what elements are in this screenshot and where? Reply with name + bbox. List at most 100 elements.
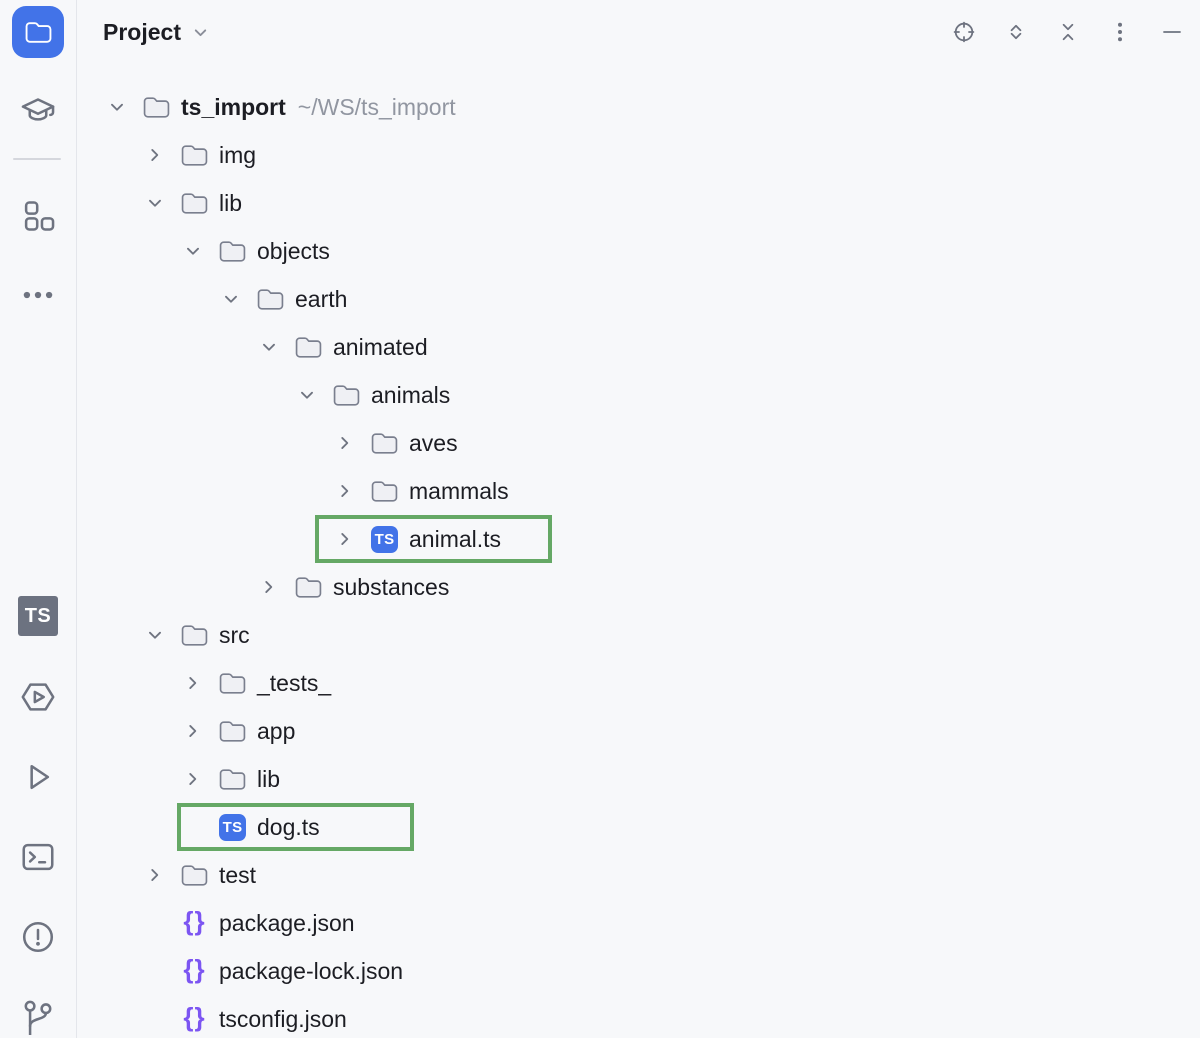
minimize-icon[interactable] — [1160, 20, 1184, 44]
panel-title[interactable]: Project — [103, 18, 181, 45]
expand-all-button[interactable] — [1004, 20, 1028, 44]
tree-row-lib[interactable]: lib — [77, 179, 1200, 227]
tree-item-label: dog.ts — [257, 813, 320, 840]
project-tree: ts_import ~/WS/ts_import img lib objects… — [77, 83, 1200, 1038]
tree-row-dog-ts[interactable]: TS dog.ts — [77, 803, 1200, 851]
ellipsis-icon — [19, 276, 57, 314]
tree-item-label: package.json — [219, 909, 355, 936]
more-tool-windows-button[interactable] — [19, 276, 57, 314]
chevron-down-icon[interactable] — [181, 239, 205, 263]
project-path: ~/WS/ts_import — [297, 93, 456, 120]
folder-icon — [295, 575, 322, 599]
tree-row-app[interactable]: app — [77, 707, 1200, 755]
folder-icon — [371, 479, 398, 503]
folder-icon — [219, 239, 246, 263]
tree-item-label: _tests_ — [257, 669, 332, 696]
chevron-down-icon[interactable] — [143, 191, 167, 215]
tree-item-label: test — [219, 861, 257, 888]
locate-file-button[interactable] — [952, 20, 976, 44]
chevron-down-icon[interactable] — [295, 383, 319, 407]
chevron-right-icon[interactable] — [143, 863, 167, 887]
tree-item-label: substances — [333, 573, 450, 600]
tree-row-animated[interactable]: animated — [77, 323, 1200, 371]
tree-row-img[interactable]: img — [77, 131, 1200, 179]
tree-item-label: lib — [219, 189, 243, 216]
chevron-right-icon[interactable] — [333, 527, 357, 551]
tree-item-label: package-lock.json — [219, 957, 404, 984]
tool-window-stripe: TS — [0, 0, 77, 1038]
tree-row-mammals[interactable]: mammals — [77, 467, 1200, 515]
panel-header: Project — [77, 0, 1200, 64]
tree-row-aves[interactable]: aves — [77, 419, 1200, 467]
chevron-spacer — [143, 959, 167, 983]
tree-item-label: ts_import — [181, 93, 286, 120]
kebab-menu-icon[interactable] — [1108, 20, 1132, 44]
folder-icon — [333, 383, 360, 407]
structure-button[interactable] — [19, 197, 57, 235]
services-button[interactable] — [18, 678, 58, 716]
chevron-right-icon[interactable] — [181, 767, 205, 791]
graduation-cap-icon — [18, 94, 58, 132]
version-control-button[interactable] — [19, 997, 57, 1035]
typescript-tool-button[interactable]: TS — [18, 596, 58, 636]
tree-row-tsconfig-json[interactable]: {} tsconfig.json — [77, 995, 1200, 1038]
tree-item-label: lib — [257, 765, 281, 792]
chevron-down-icon[interactable] — [143, 623, 167, 647]
run-button[interactable] — [19, 758, 57, 796]
folder-icon — [181, 191, 208, 215]
tree-row-package-lock-json[interactable]: {} package-lock.json — [77, 947, 1200, 995]
tree-item-label: tsconfig.json — [219, 1005, 347, 1032]
tree-row-ts_import[interactable]: ts_import ~/WS/ts_import — [77, 83, 1200, 131]
play-icon — [19, 758, 57, 796]
tree-row-package-json[interactable]: {} package.json — [77, 899, 1200, 947]
problems-button[interactable] — [18, 918, 58, 956]
chevron-down-icon[interactable] — [105, 95, 129, 119]
chevron-spacer — [143, 1007, 167, 1031]
folder-icon — [371, 431, 398, 455]
project-tool-button[interactable] — [12, 6, 64, 58]
chevron-spacer — [143, 911, 167, 935]
panel-toolbar — [952, 20, 1184, 44]
components-icon — [19, 197, 57, 235]
learn-button[interactable] — [18, 94, 58, 132]
json-file-icon: {} — [183, 906, 206, 936]
hexagon-play-icon — [18, 678, 58, 716]
terminal-button[interactable] — [19, 838, 57, 876]
chevron-down-icon[interactable] — [190, 22, 211, 43]
chevron-down-icon[interactable] — [257, 335, 281, 359]
tree-item-label: animal.ts — [409, 525, 502, 552]
json-file-icon: {} — [183, 1002, 206, 1032]
chevron-right-icon[interactable] — [181, 719, 205, 743]
folder-icon — [219, 671, 246, 695]
tree-row-animals[interactable]: animals — [77, 371, 1200, 419]
stripe-divider — [13, 158, 61, 160]
terminal-icon — [19, 838, 57, 876]
tree-item-label: animated — [333, 333, 428, 360]
git-branch-icon — [19, 997, 57, 1035]
folder-icon — [219, 767, 246, 791]
chevron-right-icon[interactable] — [333, 479, 357, 503]
collapse-all-button[interactable] — [1056, 20, 1080, 44]
chevron-right-icon[interactable] — [181, 671, 205, 695]
tree-row-lib-src[interactable]: lib — [77, 755, 1200, 803]
tree-item-label: app — [257, 717, 296, 744]
tree-row-src[interactable]: src — [77, 611, 1200, 659]
tree-item-label: src — [219, 621, 250, 648]
chevron-down-icon[interactable] — [219, 287, 243, 311]
tree-row-substances[interactable]: substances — [77, 563, 1200, 611]
tree-row-earth[interactable]: earth — [77, 275, 1200, 323]
folder-icon — [295, 335, 322, 359]
chevron-right-icon[interactable] — [143, 143, 167, 167]
tree-row-test[interactable]: test — [77, 851, 1200, 899]
tree-row-tests[interactable]: _tests_ — [77, 659, 1200, 707]
folder-icon — [257, 287, 284, 311]
chevron-right-icon[interactable] — [333, 431, 357, 455]
tree-item-label: earth — [295, 285, 348, 312]
tree-row-animal-ts[interactable]: TS animal.ts — [77, 515, 1200, 563]
typescript-file-icon: TS — [219, 813, 246, 841]
typescript-file-icon: TS — [371, 525, 398, 553]
folder-icon — [219, 719, 246, 743]
tree-row-objects[interactable]: objects — [77, 227, 1200, 275]
tree-item-label: aves — [409, 429, 458, 456]
chevron-right-icon[interactable] — [257, 575, 281, 599]
